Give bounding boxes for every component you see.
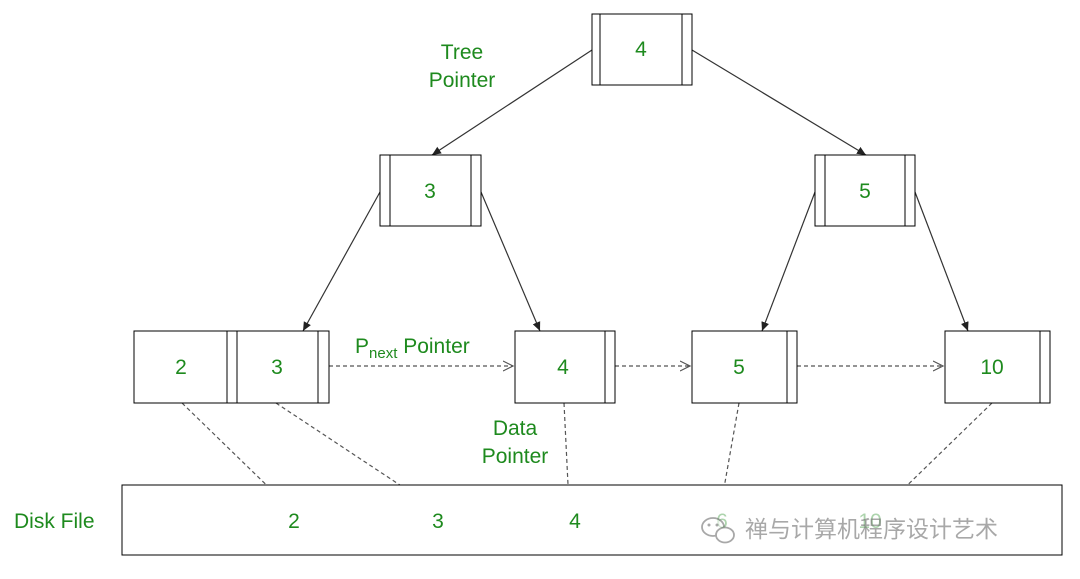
disk-record-2: 3 (432, 510, 444, 533)
edge-root-to-right (691, 49, 867, 156)
pnext-p: P (355, 335, 369, 358)
internal-node-left: 3 (379, 154, 482, 227)
tree-pointer-label-line2: Pointer (429, 69, 496, 92)
root-node: 4 (591, 13, 693, 86)
watermark-text: 禅与计算机程序设计艺术 (745, 517, 998, 543)
internal-right-key: 5 (859, 180, 871, 203)
pnext-pointer-label: Pnext Pointer (355, 335, 470, 362)
wechat-icon (701, 517, 735, 544)
leaf-node-4: 10 (944, 330, 1051, 404)
leaf3-key: 5 (733, 356, 745, 379)
edge-left-to-leaf2 (480, 191, 541, 332)
data-pointer-label-line1: Data (493, 417, 538, 440)
leaf2-key: 4 (557, 356, 569, 379)
pnext-pointer-word: Pointer (397, 335, 469, 358)
data-pointer-label-line2: Pointer (482, 445, 549, 468)
leaf-node-1: 2 3 (133, 330, 330, 404)
edge-left-to-leaf1 (302, 191, 381, 332)
leaf4-key: 10 (980, 356, 1003, 379)
internal-node-right: 5 (814, 154, 916, 227)
pnext-subscript: next (369, 345, 398, 362)
disk-file-label: Disk File (14, 510, 95, 533)
disk-record-1: 2 (288, 510, 300, 533)
leaf-node-3: 5 (691, 330, 798, 404)
edge-right-to-leaf4 (914, 191, 969, 332)
root-node-key: 4 (635, 38, 647, 61)
edge-right-to-leaf3 (761, 191, 816, 332)
tree-pointer-label-line1: Tree (441, 41, 483, 64)
leaf1-key-2: 3 (271, 356, 283, 379)
internal-left-key: 3 (424, 180, 436, 203)
edge-root-to-left (431, 49, 593, 156)
disk-record-3: 4 (569, 510, 581, 533)
watermark: 禅与计算机程序设计艺术 (690, 508, 1048, 550)
tree-edges (302, 49, 969, 332)
leaf-node-2: 4 (514, 330, 616, 404)
leaf1-key-1: 2 (175, 356, 187, 379)
